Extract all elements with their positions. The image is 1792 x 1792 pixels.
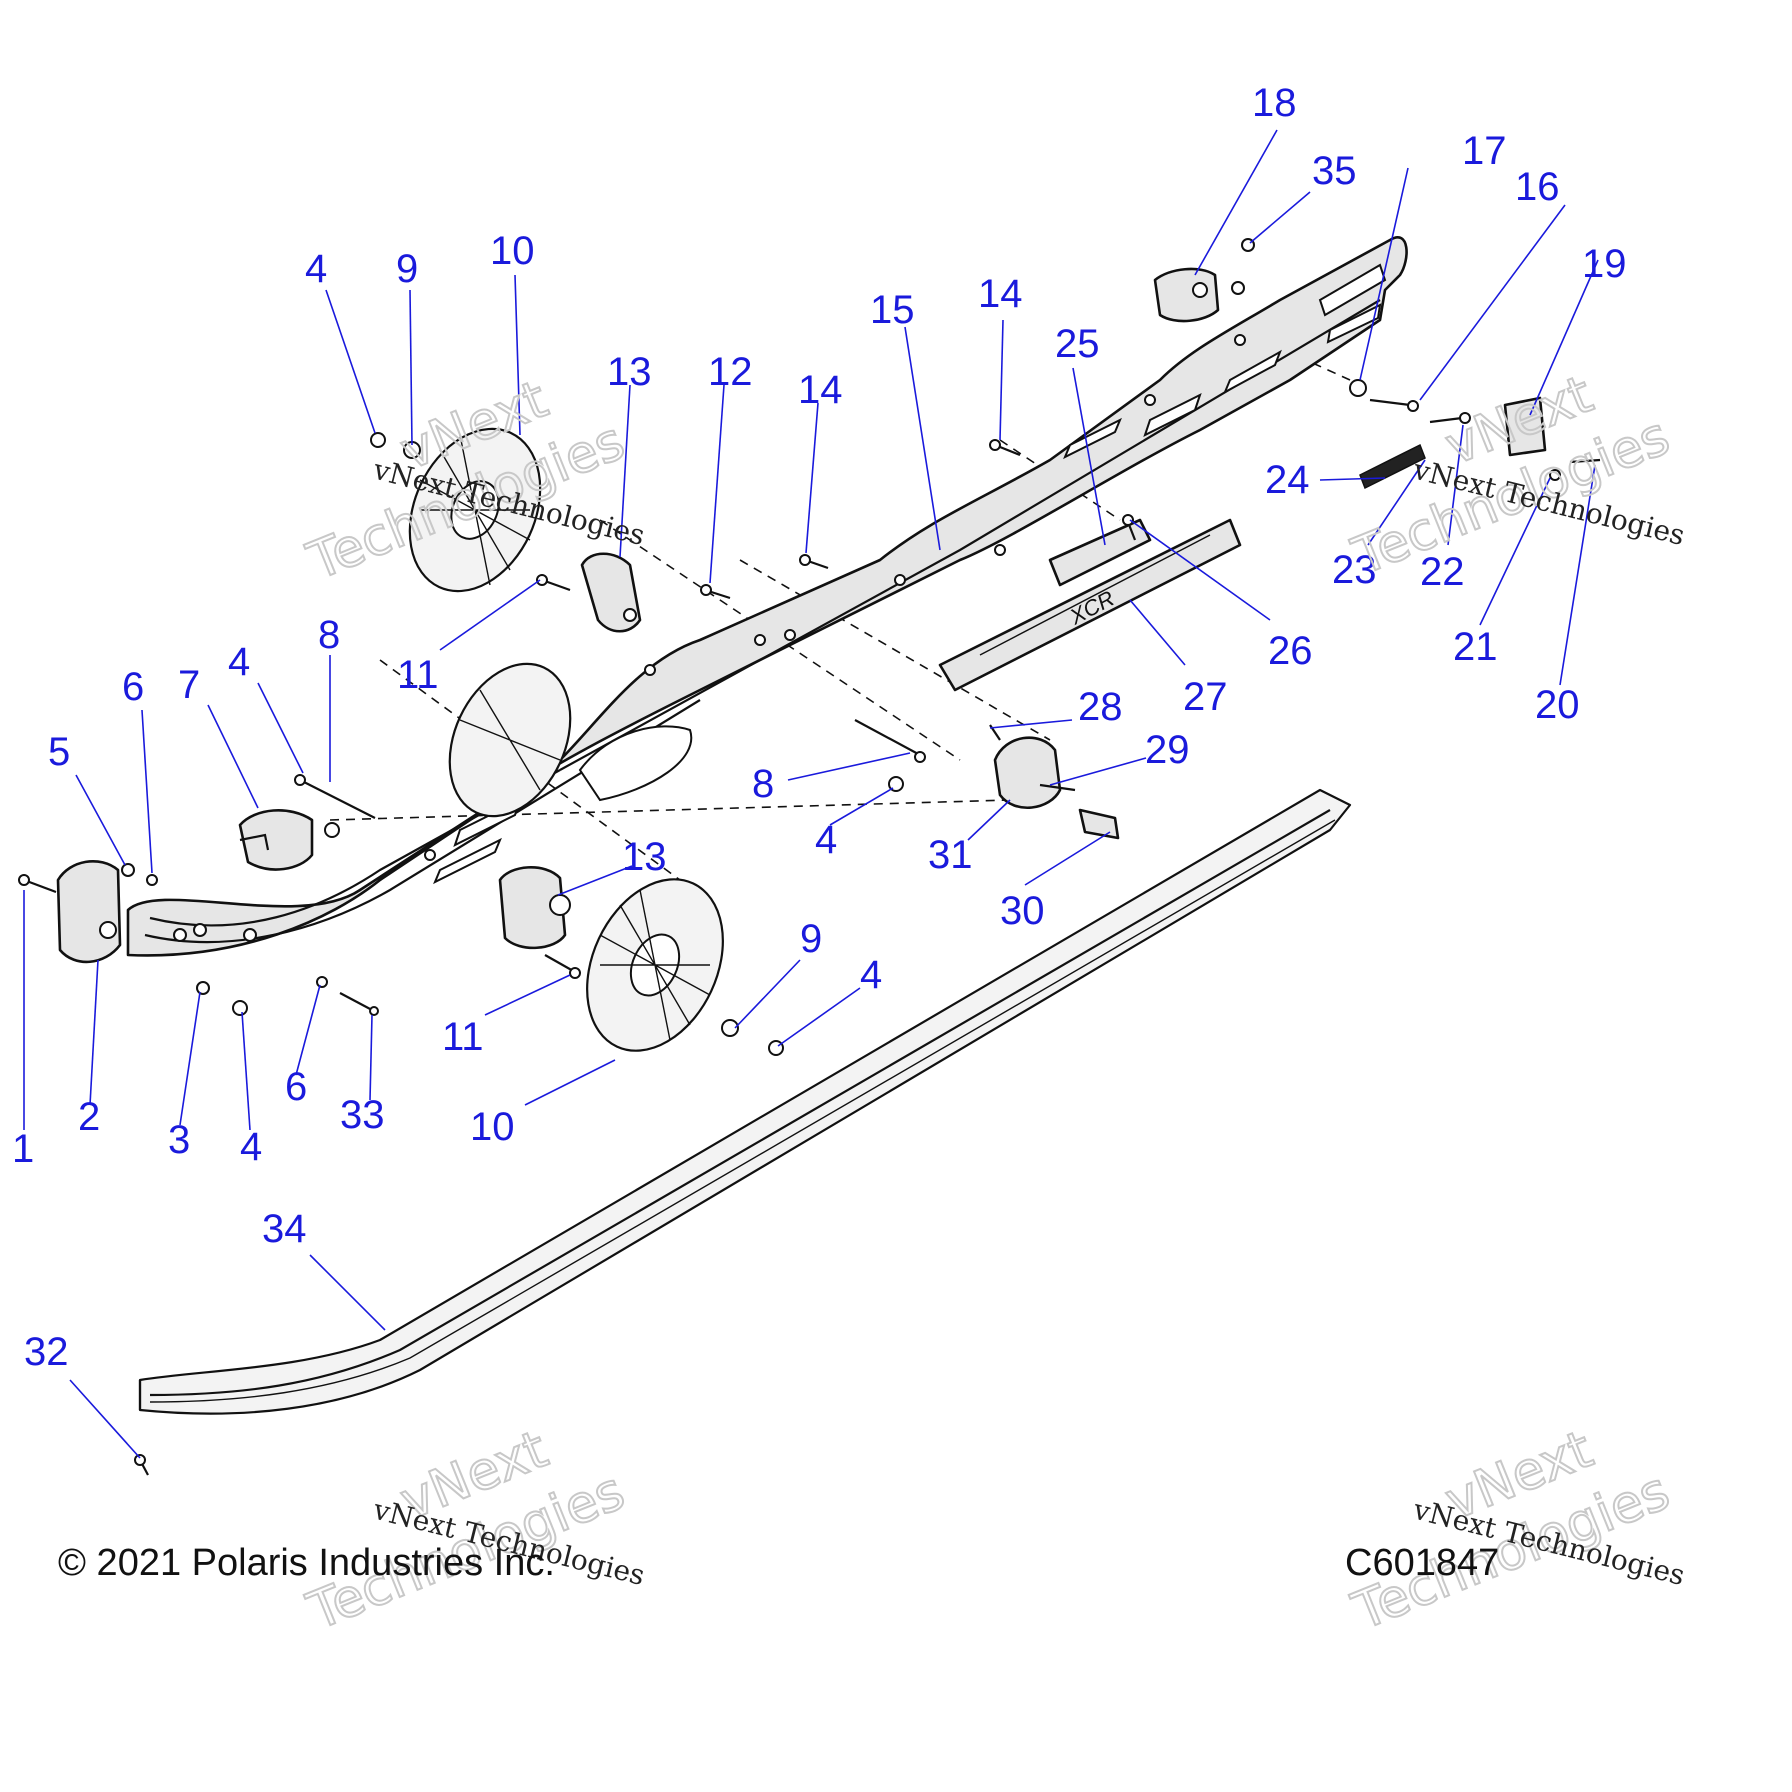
callout-6: 6 — [122, 665, 144, 709]
watermark-group-4: vNext Technologies vNext Technologies — [1343, 1419, 1688, 1644]
callout-28: 28 — [1078, 685, 1123, 729]
callout-labels: 1 2 3 4 5 6 6 33 7 4 8 4 9 10 11 13 12 1… — [12, 81, 1627, 1374]
callout-10: 10 — [470, 1105, 515, 1149]
axle-mount-lower — [498, 866, 571, 950]
axle-mount-upper — [580, 552, 642, 633]
callout-9: 9 — [800, 917, 822, 961]
callout-4: 4 — [228, 640, 250, 684]
bumper-2 — [56, 860, 122, 964]
callout-15: 15 — [870, 288, 915, 332]
watermark-group-3: vNext Technologies vNext Technologies — [298, 1419, 648, 1644]
bumper-block-7 — [238, 809, 314, 871]
callout-5: 5 — [48, 730, 70, 774]
callout-14: 14 — [978, 272, 1023, 316]
callout-25: 25 — [1055, 322, 1100, 366]
idler-wheel-lower — [586, 878, 724, 1052]
leader-lines — [23, 129, 1599, 1459]
slider-hyfax — [138, 788, 1352, 1415]
callout-4: 4 — [240, 1125, 262, 1169]
callout-20: 20 — [1535, 683, 1580, 727]
callout-12: 12 — [708, 350, 753, 394]
callout-8: 8 — [752, 762, 774, 806]
callout-14: 14 — [798, 368, 843, 412]
callout-3: 3 — [168, 1118, 190, 1162]
parts-linework — [18, 236, 1601, 1476]
callout-30: 30 — [1000, 889, 1045, 933]
callout-21: 21 — [1453, 625, 1498, 669]
callout-26: 26 — [1268, 629, 1313, 673]
callout-27: 27 — [1183, 675, 1228, 719]
callout-6: 6 — [285, 1065, 307, 1109]
callout-2: 2 — [78, 1095, 100, 1139]
callout-19: 19 — [1582, 242, 1627, 286]
callout-7: 7 — [178, 663, 200, 707]
callout-32: 32 — [24, 1330, 69, 1374]
callout-33: 33 — [340, 1093, 385, 1137]
callout-34: 34 — [262, 1207, 307, 1251]
suspension-mount-31 — [993, 736, 1076, 809]
callout-23: 23 — [1332, 548, 1377, 592]
callout-24: 24 — [1265, 458, 1310, 502]
callout-11: 11 — [397, 653, 439, 697]
callout-8: 8 — [318, 613, 340, 657]
callout-13: 13 — [622, 835, 667, 879]
callout-16: 16 — [1515, 165, 1560, 209]
callout-29: 29 — [1145, 728, 1190, 772]
copyright-text: © 2021 Polaris Industries Inc. — [58, 1542, 555, 1584]
callout-9: 9 — [396, 247, 418, 291]
rear-insert — [938, 518, 1242, 692]
callout-22: 22 — [1420, 550, 1465, 594]
callout-31: 31 — [928, 833, 973, 877]
callout-4: 4 — [815, 818, 837, 862]
callout-10: 10 — [490, 229, 535, 273]
callout-11: 11 — [442, 1015, 484, 1059]
rail-main — [126, 236, 1408, 957]
callout-4: 4 — [305, 247, 327, 291]
idler-wheel-upper — [408, 427, 542, 593]
callout-1: 1 — [12, 1127, 34, 1171]
callout-17: 17 — [1462, 129, 1507, 173]
adjuster-spring-24 — [1359, 443, 1426, 490]
diagram-code: C601847 — [1345, 1542, 1499, 1584]
bumper-block-18 — [1153, 267, 1220, 323]
bracket-19 — [1503, 396, 1547, 457]
watermark-group-2: vNext Technologies vNext Technologies — [1343, 364, 1688, 589]
callout-4: 4 — [860, 953, 882, 997]
pivot-shaft-30 — [1078, 808, 1120, 840]
callout-18: 18 — [1252, 81, 1297, 125]
callout-35: 35 — [1312, 149, 1357, 193]
callout-13: 13 — [607, 350, 652, 394]
idler-wheel-middle — [448, 662, 572, 818]
